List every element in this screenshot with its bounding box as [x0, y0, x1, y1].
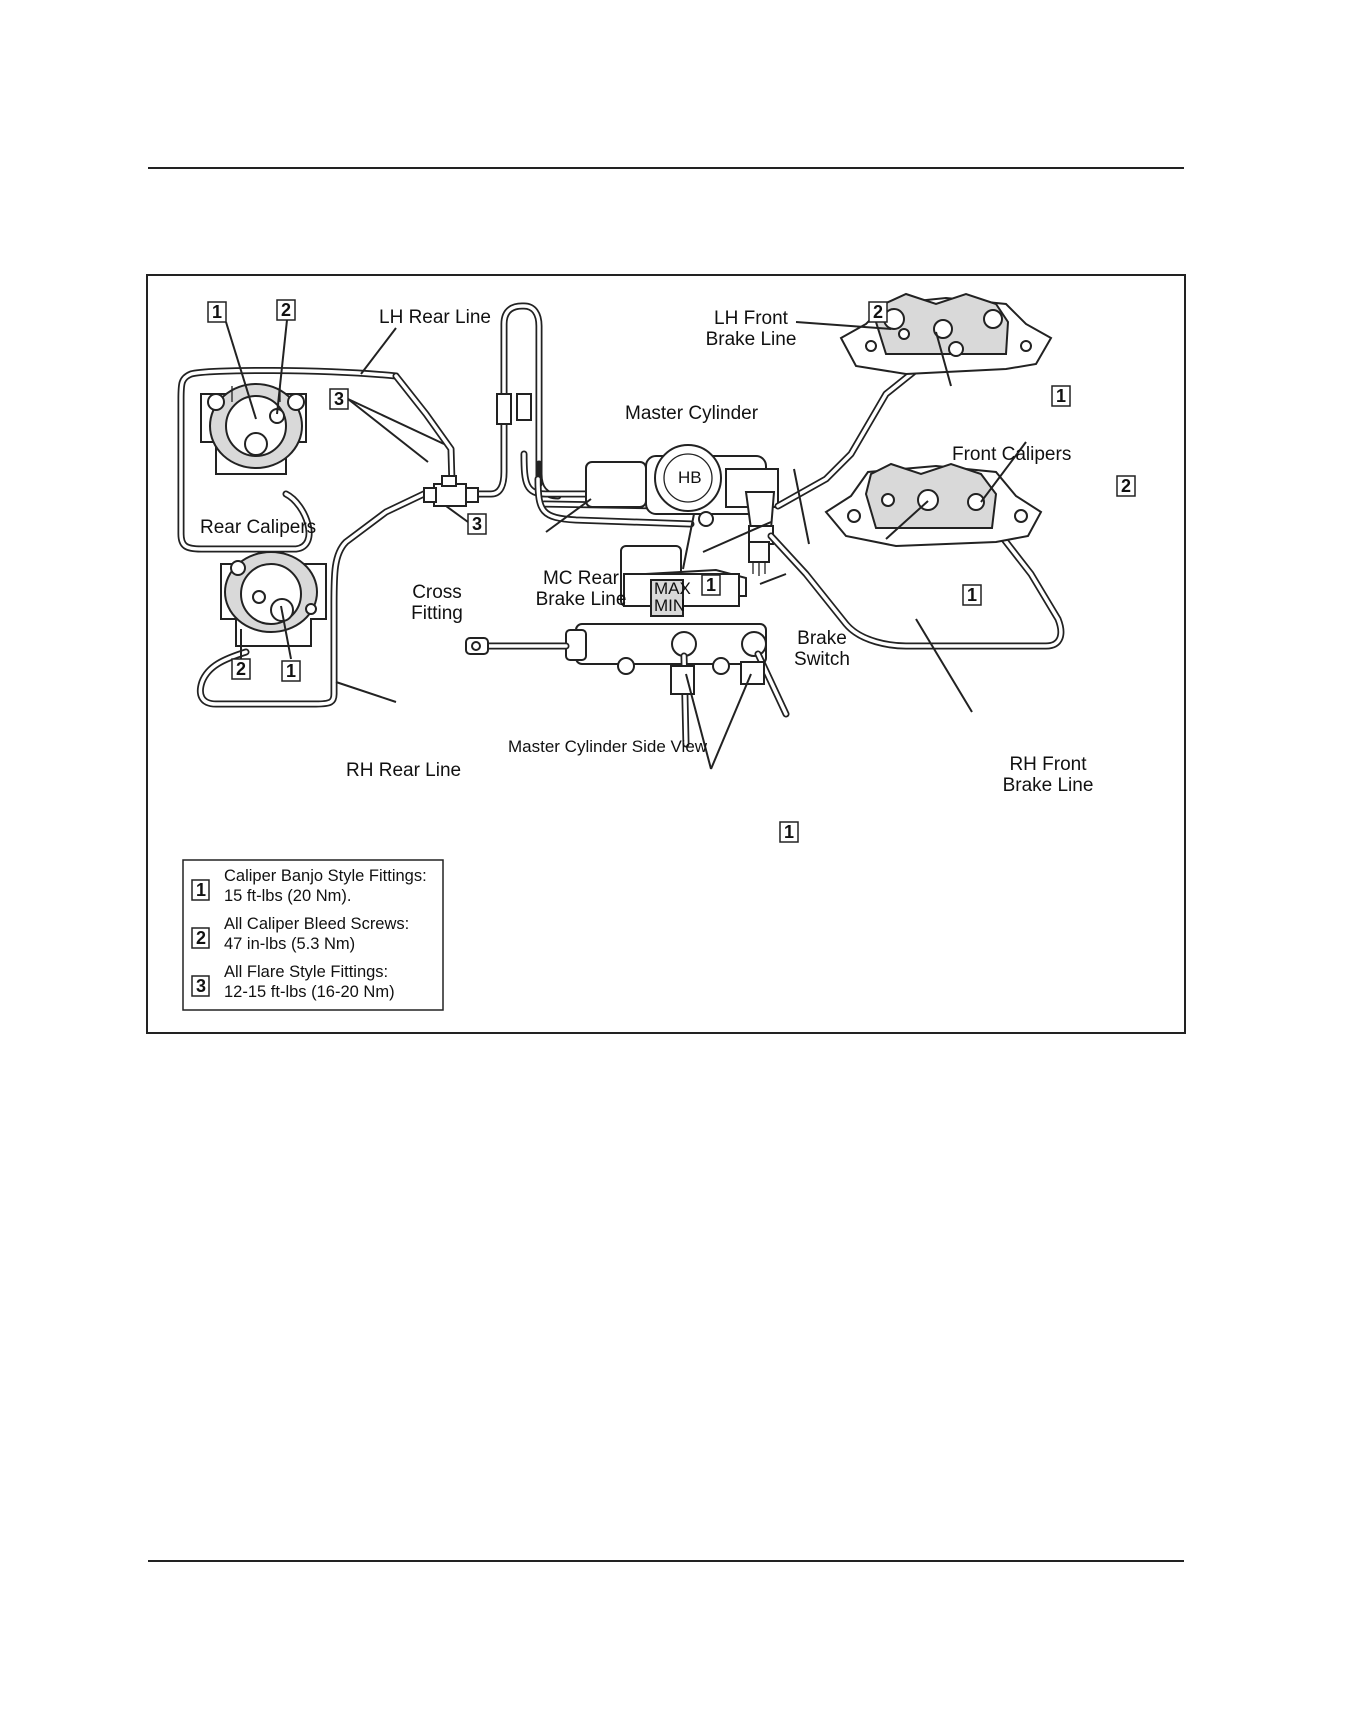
brake-system-diagram: HB — [146, 274, 1186, 1034]
svg-text:2: 2 — [236, 659, 246, 679]
label-lh-front-line: LH Front — [714, 308, 789, 329]
callout-3-cross-top: 3 — [329, 388, 349, 410]
svg-text:3: 3 — [196, 976, 206, 996]
footer-rule — [148, 1560, 1184, 1562]
reservoir-min-text: MIN — [654, 596, 685, 615]
svg-text:1: 1 — [286, 661, 296, 681]
callout-1-rear-upper: 1 — [207, 301, 227, 323]
header-rule — [148, 167, 1184, 169]
svg-text:15 ft-lbs (20 Nm).: 15 ft-lbs (20 Nm). — [224, 887, 351, 905]
callout-3-cross-bottom: 3 — [467, 513, 487, 535]
legend-item-2: 2 All Caliper Bleed Screws: 47 in-lbs (5… — [191, 915, 409, 953]
svg-text:1: 1 — [1056, 386, 1066, 406]
callout-2-front-lower: 2 — [1116, 475, 1136, 497]
legend-item-3: 3 All Flare Style Fittings: 12-15 ft-lbs… — [191, 963, 395, 1001]
brake-switch — [748, 541, 770, 576]
label-master-cylinder: Master Cylinder — [625, 403, 759, 424]
label-brake-switch: Brake — [797, 628, 847, 649]
lh-rear-brake-line — [177, 366, 456, 553]
svg-text:3: 3 — [472, 514, 482, 534]
label-lh-front-line-2: Brake Line — [706, 329, 797, 350]
svg-text:2: 2 — [196, 928, 206, 948]
svg-text:2: 2 — [1121, 476, 1131, 496]
line-fitting — [496, 393, 512, 425]
svg-text:47 in-lbs (5.3 Nm): 47 in-lbs (5.3 Nm) — [224, 935, 355, 953]
label-mc-rear-line-2: Brake Line — [536, 589, 627, 610]
callout-2-rear-upper: 2 — [276, 299, 296, 321]
svg-text:1: 1 — [706, 575, 716, 595]
reservoir-max-text: MAX — [654, 579, 691, 598]
rear-caliper-lower — [220, 551, 327, 647]
svg-text:3: 3 — [334, 389, 344, 409]
master-cylinder-side-view: MAX MIN — [465, 545, 790, 748]
label-mc-rear-line: MC Rear — [543, 568, 620, 589]
label-cross-fitting-2: Fitting — [411, 603, 463, 624]
label-rear-calipers: Rear Calipers — [200, 517, 316, 538]
label-cross-fitting: Cross — [412, 582, 462, 603]
label-rh-front-line: RH Front — [1009, 754, 1087, 775]
leader-lines — [225, 319, 1027, 770]
rh-front-brake-line — [767, 525, 1065, 650]
callout-2-rear-lower: 2 — [231, 658, 251, 680]
svg-text:12-15 ft-lbs (16-20 Nm): 12-15 ft-lbs (16-20 Nm) — [224, 983, 395, 1001]
label-rh-rear-line: RH Rear Line — [346, 760, 461, 781]
callout-1-mc-top: 1 — [701, 574, 721, 596]
svg-text:1: 1 — [212, 302, 222, 322]
svg-text:1: 1 — [967, 585, 977, 605]
master-cylinder: HB — [585, 444, 779, 545]
lh-front-brake-line — [774, 350, 940, 510]
svg-text:All Caliper Bleed Screws:: All Caliper Bleed Screws: — [224, 915, 409, 933]
label-lh-rear-line: LH Rear Line — [379, 307, 491, 328]
svg-text:2: 2 — [873, 302, 883, 322]
svg-text:All Flare Style Fittings:: All Flare Style Fittings: — [224, 963, 388, 981]
callout-2-front-upper: 2 — [868, 301, 888, 323]
svg-text:Caliper Banjo Style Fittings:: Caliper Banjo Style Fittings: — [224, 867, 427, 885]
torque-legend: 1 Caliper Banjo Style Fittings: 15 ft-lb… — [182, 859, 444, 1011]
rh-rear-brake-line — [196, 488, 432, 708]
svg-text:1: 1 — [784, 822, 794, 842]
label-brake-switch-2: Switch — [794, 649, 850, 670]
callout-1-front-lower: 1 — [962, 584, 982, 606]
callout-1-rear-lower: 1 — [281, 660, 301, 682]
mc-cap-text: HB — [678, 468, 702, 487]
label-front-calipers: Front Calipers — [952, 444, 1071, 465]
cross-fitting — [423, 475, 479, 507]
line-fitting — [516, 393, 532, 421]
svg-text:1: 1 — [196, 880, 206, 900]
front-caliper-lower — [824, 462, 1043, 548]
label-rh-front-line-2: Brake Line — [1003, 775, 1094, 796]
callout-1-front-upper: 1 — [1051, 385, 1071, 407]
label-mc-side-view: Master Cylinder Side View — [508, 737, 708, 756]
rear-caliper-upper — [200, 383, 307, 475]
svg-text:2: 2 — [281, 300, 291, 320]
callout-1-mc-side: 1 — [779, 821, 799, 843]
front-caliper-upper — [839, 292, 1053, 376]
legend-item-1: 1 Caliper Banjo Style Fittings: 15 ft-lb… — [191, 867, 427, 905]
